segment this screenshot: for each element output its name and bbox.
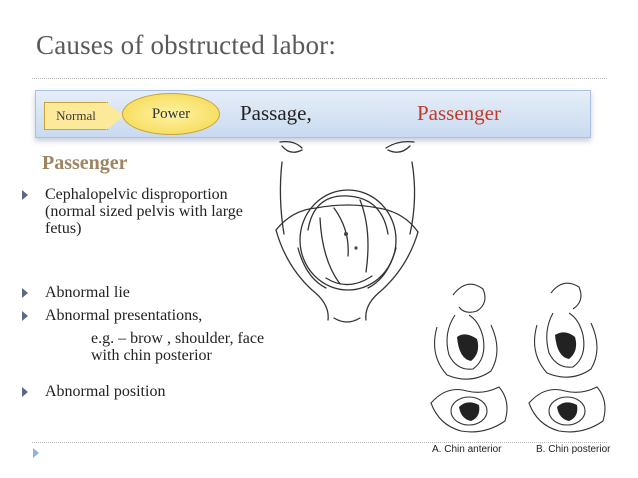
slide-navigation-arrow-icon[interactable] <box>33 448 39 458</box>
top-divider <box>32 78 607 79</box>
triangle-bullet-icon <box>22 288 28 298</box>
bullet-item: Abnormal lie <box>22 284 130 301</box>
passenger-label: Passenger <box>417 101 501 125</box>
normal-arrow-icon <box>106 102 124 130</box>
bullet-item: Abnormal presentations, <box>22 307 202 324</box>
sub-bullet-text: e.g. – brow , shoulder, face with chin p… <box>91 330 265 364</box>
bullet-text: Abnormal presentations, <box>45 307 203 324</box>
bullet-text: Abnormal position <box>45 383 166 400</box>
triangle-bullet-icon <box>22 387 28 397</box>
passenger-subheading: Passenger <box>42 152 128 174</box>
normal-label: Normal <box>44 102 108 130</box>
pelvis-illustration <box>275 140 419 323</box>
triangle-bullet-icon <box>22 190 28 200</box>
bullet-text: Cephalopelvic disproportion (normal size… <box>45 186 243 237</box>
bullet-text: Abnormal lie <box>45 284 130 301</box>
triangle-bullet-icon <box>22 311 28 321</box>
caption-chin-posterior: B. Chin posterior <box>536 444 611 455</box>
bullet-item: Cephalopelvic disproportion (normal size… <box>22 186 245 237</box>
bullet-item: Abnormal position <box>22 383 165 400</box>
power-label: Power <box>122 93 220 135</box>
causes-banner: Normal Power Passage, Passenger <box>35 90 591 138</box>
chin-position-illustration <box>430 282 606 433</box>
slide-title: Causes of obstructed labor: <box>36 30 337 60</box>
passage-label: Passage, <box>240 101 312 125</box>
bottom-divider <box>32 442 607 443</box>
caption-chin-anterior: A. Chin anterior <box>432 444 502 455</box>
